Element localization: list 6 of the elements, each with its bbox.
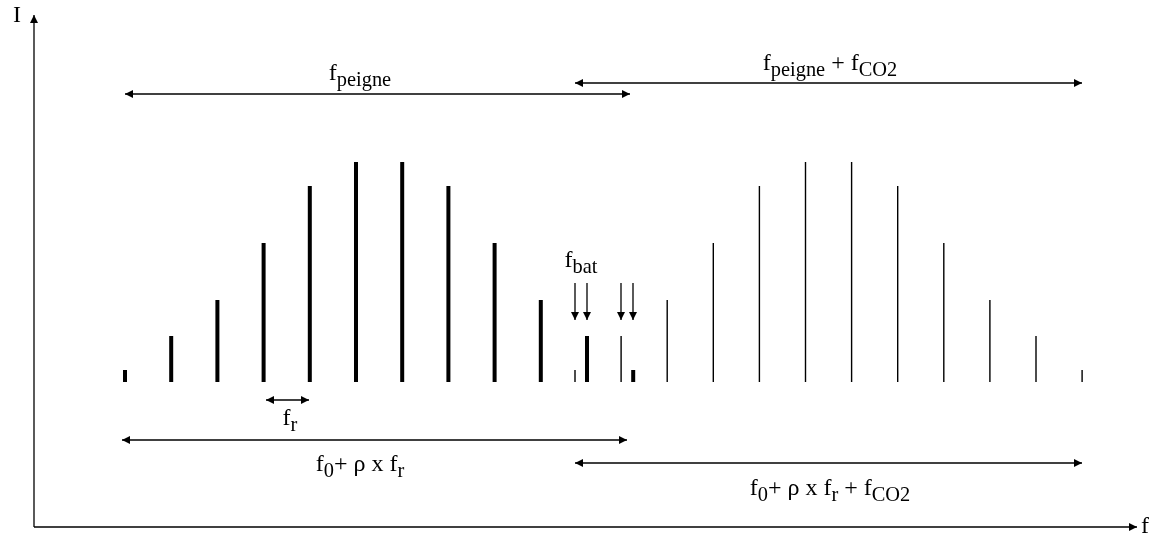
dimension-label: f$_{r}$ — [282, 405, 298, 435]
beat-frequency-label: f$_{bat}$ — [564, 247, 598, 277]
dimension-label: f$_{0}$+ ρ x f$_{r}$ — [315, 451, 405, 481]
dimension-label: f$_{peigne}$ — [328, 60, 392, 90]
axis-label: f — [1141, 513, 1149, 537]
axis-label: I — [13, 2, 21, 26]
